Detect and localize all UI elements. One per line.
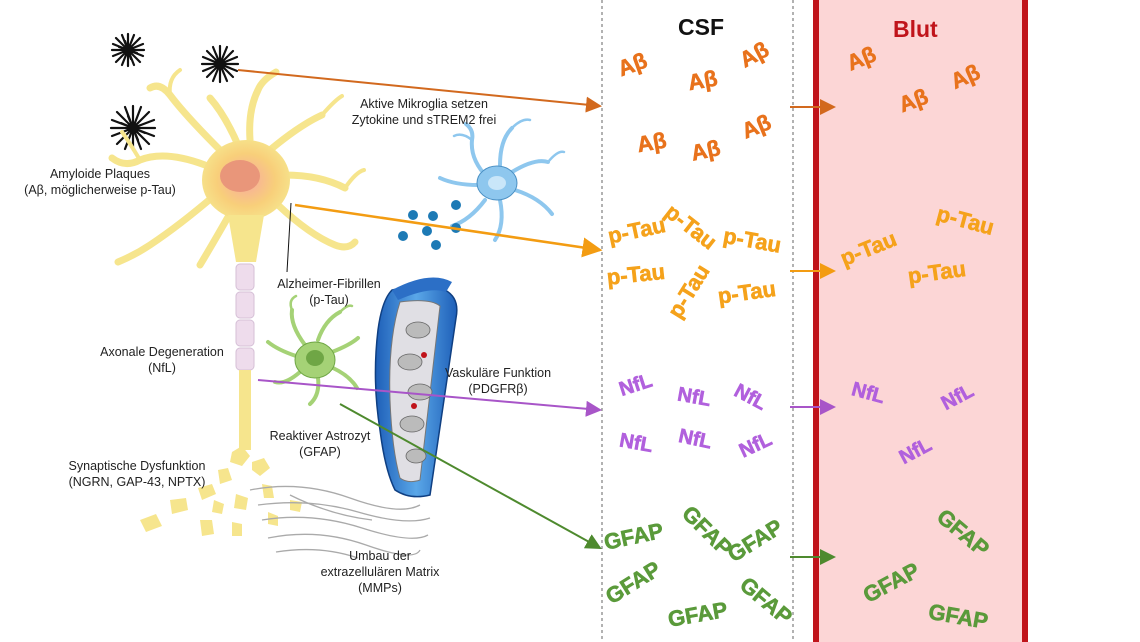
- label-synaptic-dysfunction: Synaptische Dysfunktion(NGRN, GAP-43, NP…: [68, 459, 206, 489]
- extracellular-matrix: [249, 485, 431, 559]
- gfap-token-csf: GFAP: [601, 556, 665, 609]
- amyloid-plaques: [109, 32, 240, 152]
- nfl-token-csf: NfL: [730, 380, 770, 415]
- ptau-arrow-to-csf: [294, 203, 603, 258]
- abeta-token-csf: Aβ: [614, 48, 650, 82]
- plaque-icon: [109, 104, 157, 152]
- blood-vessel: [374, 277, 458, 498]
- csf-title: CSF: [678, 14, 724, 40]
- gfap-token-csf: GFAP: [723, 514, 787, 567]
- neuron: [108, 68, 366, 536]
- blood-left-wall: [813, 0, 819, 642]
- fibrils-pointer: [286, 202, 292, 273]
- nfl-token-csf: NfL: [676, 384, 713, 411]
- gfap-arrow-to-csf: [339, 403, 602, 549]
- gfap-token-csf: GFAP: [666, 597, 729, 632]
- label-amyloid-plaques: Amyloide Plaques(Aβ, möglicherweise p-Ta…: [24, 167, 176, 197]
- label-fibrils: Alzheimer-Fibrillen(p-Tau): [277, 277, 381, 307]
- abeta-token-csf: Aβ: [689, 135, 723, 166]
- label-vascular-function: Vaskuläre Funktion(PDGFRβ): [444, 366, 552, 396]
- abeta-token-csf: Aβ: [686, 65, 719, 95]
- neuron-hillock: [228, 215, 264, 262]
- gfap-token-csf: GFAP: [602, 518, 666, 555]
- myelin-sheath: [235, 263, 255, 371]
- axon: [239, 370, 251, 450]
- axon-terminal-fragments: [140, 446, 302, 536]
- cytokine-dots: [398, 200, 461, 250]
- plaque-icon: [110, 32, 146, 68]
- abeta-token-csf: Aβ: [735, 37, 773, 73]
- ptau-token-csf: p-Tau: [606, 259, 667, 290]
- abeta-arrow-to-csf: [237, 69, 602, 113]
- nfl-token-csf: NfL: [677, 425, 714, 453]
- microglia: [438, 118, 566, 242]
- ptau-token-csf: p-Tau: [660, 199, 721, 255]
- gfap-token-csf: GFAP: [735, 572, 797, 630]
- blood-panel: [815, 0, 1026, 642]
- nfl-token-csf: NfL: [618, 430, 655, 457]
- ptau-token-csf: p-Tau: [606, 212, 668, 249]
- astrocyte-nucleus: [306, 350, 324, 366]
- plaque-icon: [200, 44, 240, 84]
- nfl-token-csf: NfL: [617, 370, 655, 401]
- ptau-token-csf: p-Tau: [716, 276, 777, 309]
- microglia-nucleus: [488, 176, 506, 190]
- abeta-token-csf: Aβ: [635, 127, 668, 157]
- blood-title: Blut: [893, 16, 938, 42]
- ptau-token-csf: p-Tau: [721, 223, 783, 258]
- nfl-token-csf: NfL: [736, 428, 776, 462]
- neuron-nucleus: [220, 160, 260, 192]
- nfl-arrow-to-csf: [257, 379, 602, 417]
- abeta-token-csf: Aβ: [738, 109, 775, 143]
- ptau-token-csf: p-Tau: [663, 260, 715, 323]
- neuron-dendrites: [108, 68, 366, 269]
- blood-right-wall: [1022, 0, 1028, 642]
- label-reactive-astrocyte: Reaktiver Astrozyt(GFAP): [269, 429, 371, 459]
- label-axonal-degeneration: Axonale Degeneration(NfL): [100, 345, 224, 375]
